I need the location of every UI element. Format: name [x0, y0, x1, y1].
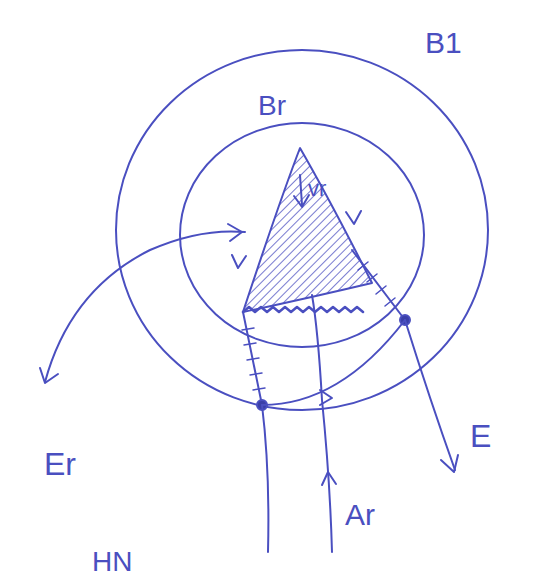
note-text: HN — [92, 548, 132, 576]
ball-label: Br — [258, 92, 286, 120]
shaded-region — [243, 148, 372, 312]
curve-label: Er — [44, 448, 76, 480]
outer-circle — [116, 50, 488, 410]
curve-label: E — [470, 420, 491, 452]
left-extension — [243, 312, 262, 405]
ball-label: B1 — [425, 28, 462, 58]
region-label: vr — [308, 178, 326, 200]
right-extension — [352, 250, 405, 320]
wavy-edge — [243, 307, 363, 312]
inner-circle — [180, 123, 424, 347]
curve-label: Ar — [345, 500, 375, 530]
